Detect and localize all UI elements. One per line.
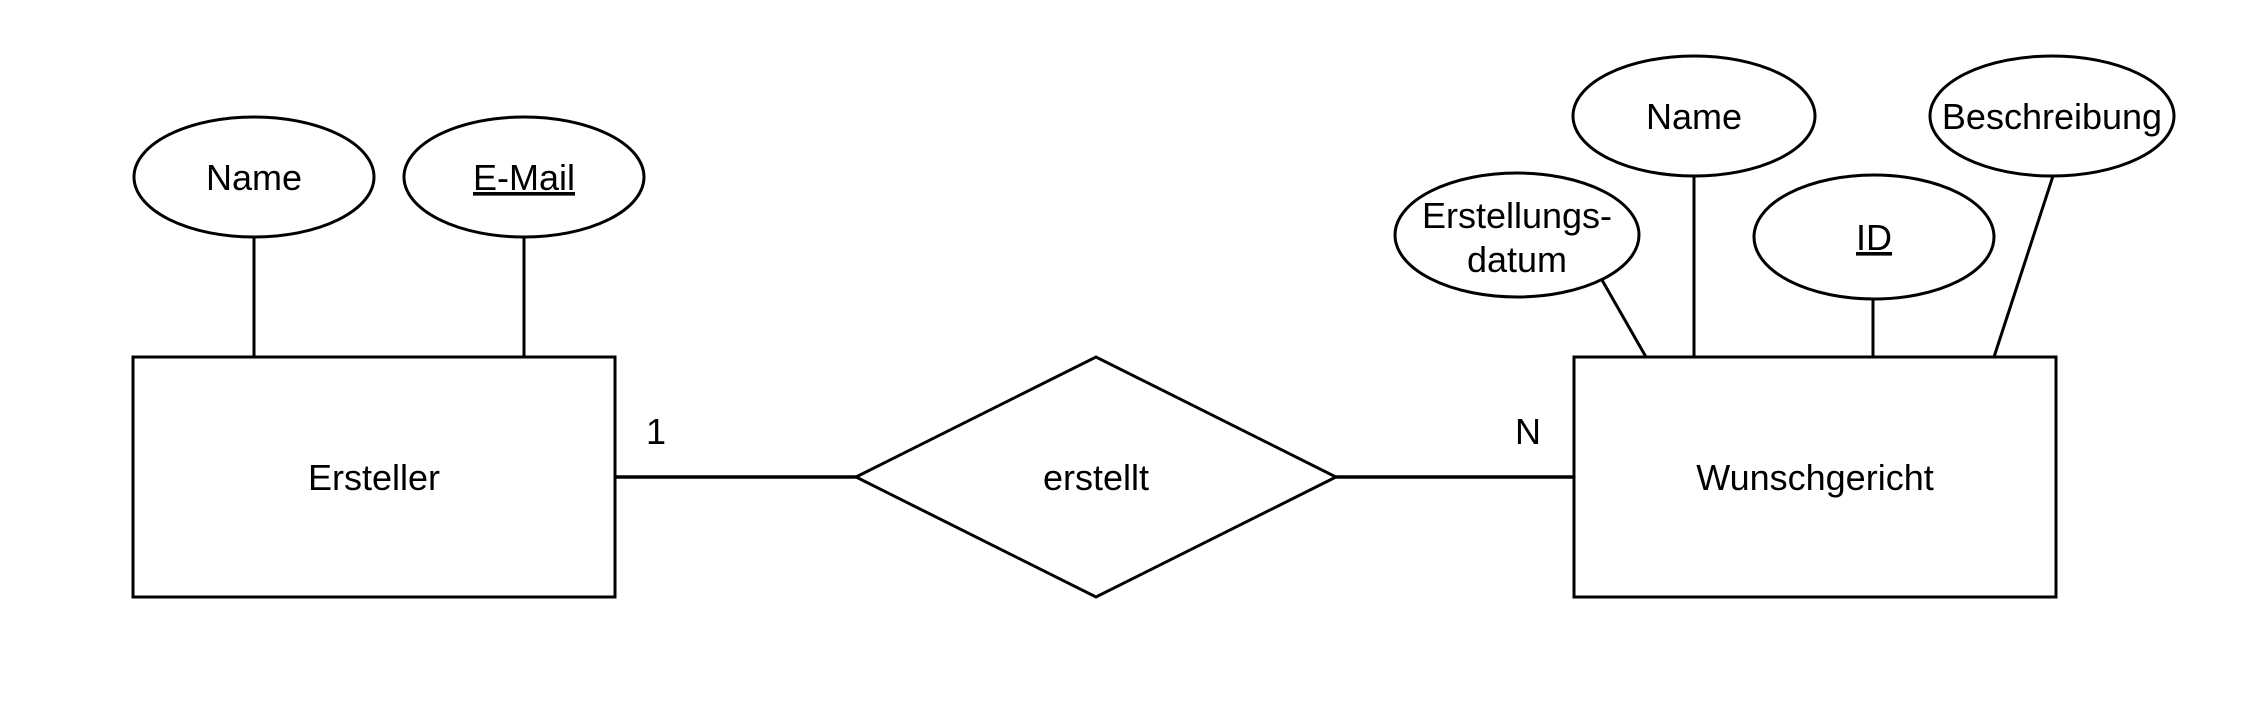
attr-wunschgericht-erstellungsdatum-label-line1: Erstellungs- [1422,195,1612,236]
cardinality-right-label: N [1515,411,1541,452]
cardinality-left-label: 1 [646,411,666,452]
entity-wunschgericht-rect [1572,355,2058,599]
relationship-erstellt-diamond [852,355,1340,599]
entity-wunschgericht-label: Wunschgericht [1696,457,1933,498]
connector-wunschgericht-beschreibung [1992,175,2055,358]
attr-wunschgericht-id-label: ID [1856,217,1892,258]
entity-ersteller-rect [131,355,617,599]
attr-wunschgericht-erstellungsdatum-label-line2: datum [1467,239,1567,280]
attr-ersteller-email-label: E-Mail [473,157,575,198]
attr-wunschgericht-name-ellipse [1571,54,1817,178]
attr-ersteller-name-label: Name [206,157,302,198]
attr-wunschgericht-id-ellipse [1752,173,1996,301]
attr-wunschgericht-beschreibung-ellipse [1928,54,2176,178]
attr-wunschgericht-beschreibung-label: Beschreibung [1942,96,2162,137]
attr-wunschgericht-erstellungsdatum-ellipse [1393,171,1641,299]
relationship-erstellt-label: erstellt [1043,457,1149,498]
attr-wunschgericht-name-label: Name [1646,96,1742,137]
connector-wunschgericht-erstellungsdatum [1600,279,1648,358]
attr-ersteller-email-ellipse [402,115,646,239]
entity-ersteller-label: Ersteller [308,457,440,498]
attr-ersteller-name-ellipse [132,115,376,239]
